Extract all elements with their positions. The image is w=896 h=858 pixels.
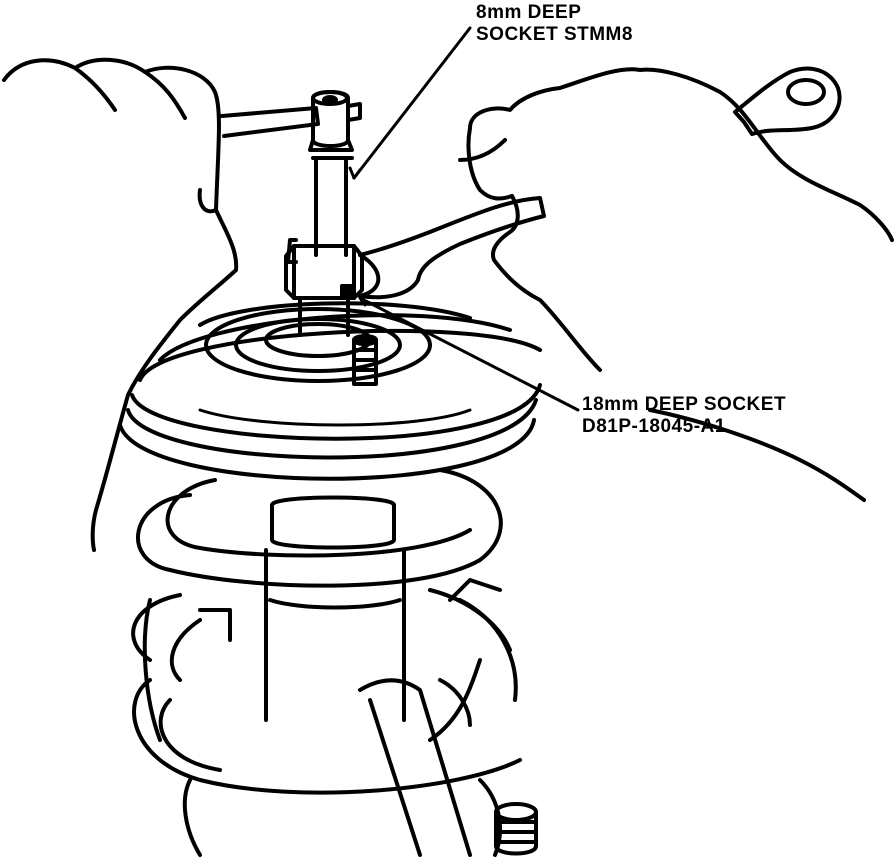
coil-spring: [131, 468, 522, 857]
callout-18mm-line2: D81P-18045-A1: [582, 416, 726, 437]
lower-fitting: [494, 802, 538, 856]
callout-8mm-line1: 8mm DEEP: [476, 2, 582, 23]
callout-8mm-line2: SOCKET STMM8: [476, 24, 633, 45]
leader-lines: [348, 26, 580, 412]
t-handle: [220, 106, 320, 138]
leader-18mm: [358, 296, 580, 412]
callout-18mm-line1: 18mm DEEP SOCKET: [582, 394, 787, 415]
callout-18mm-socket: 18mm DEEP SOCKET D81P-18045-A1: [582, 394, 786, 438]
left-hand: [2, 57, 239, 552]
strut-body: [264, 495, 406, 722]
upper-mount: [118, 301, 542, 481]
18mm-deep-socket: [284, 238, 364, 337]
wrench: [358, 66, 842, 300]
8mm-deep-socket: [308, 90, 362, 257]
callout-8mm-socket: 8mm DEEP SOCKET STMM8: [476, 2, 633, 46]
leader-8mm: [352, 26, 472, 180]
spring-compressor: [358, 678, 472, 857]
